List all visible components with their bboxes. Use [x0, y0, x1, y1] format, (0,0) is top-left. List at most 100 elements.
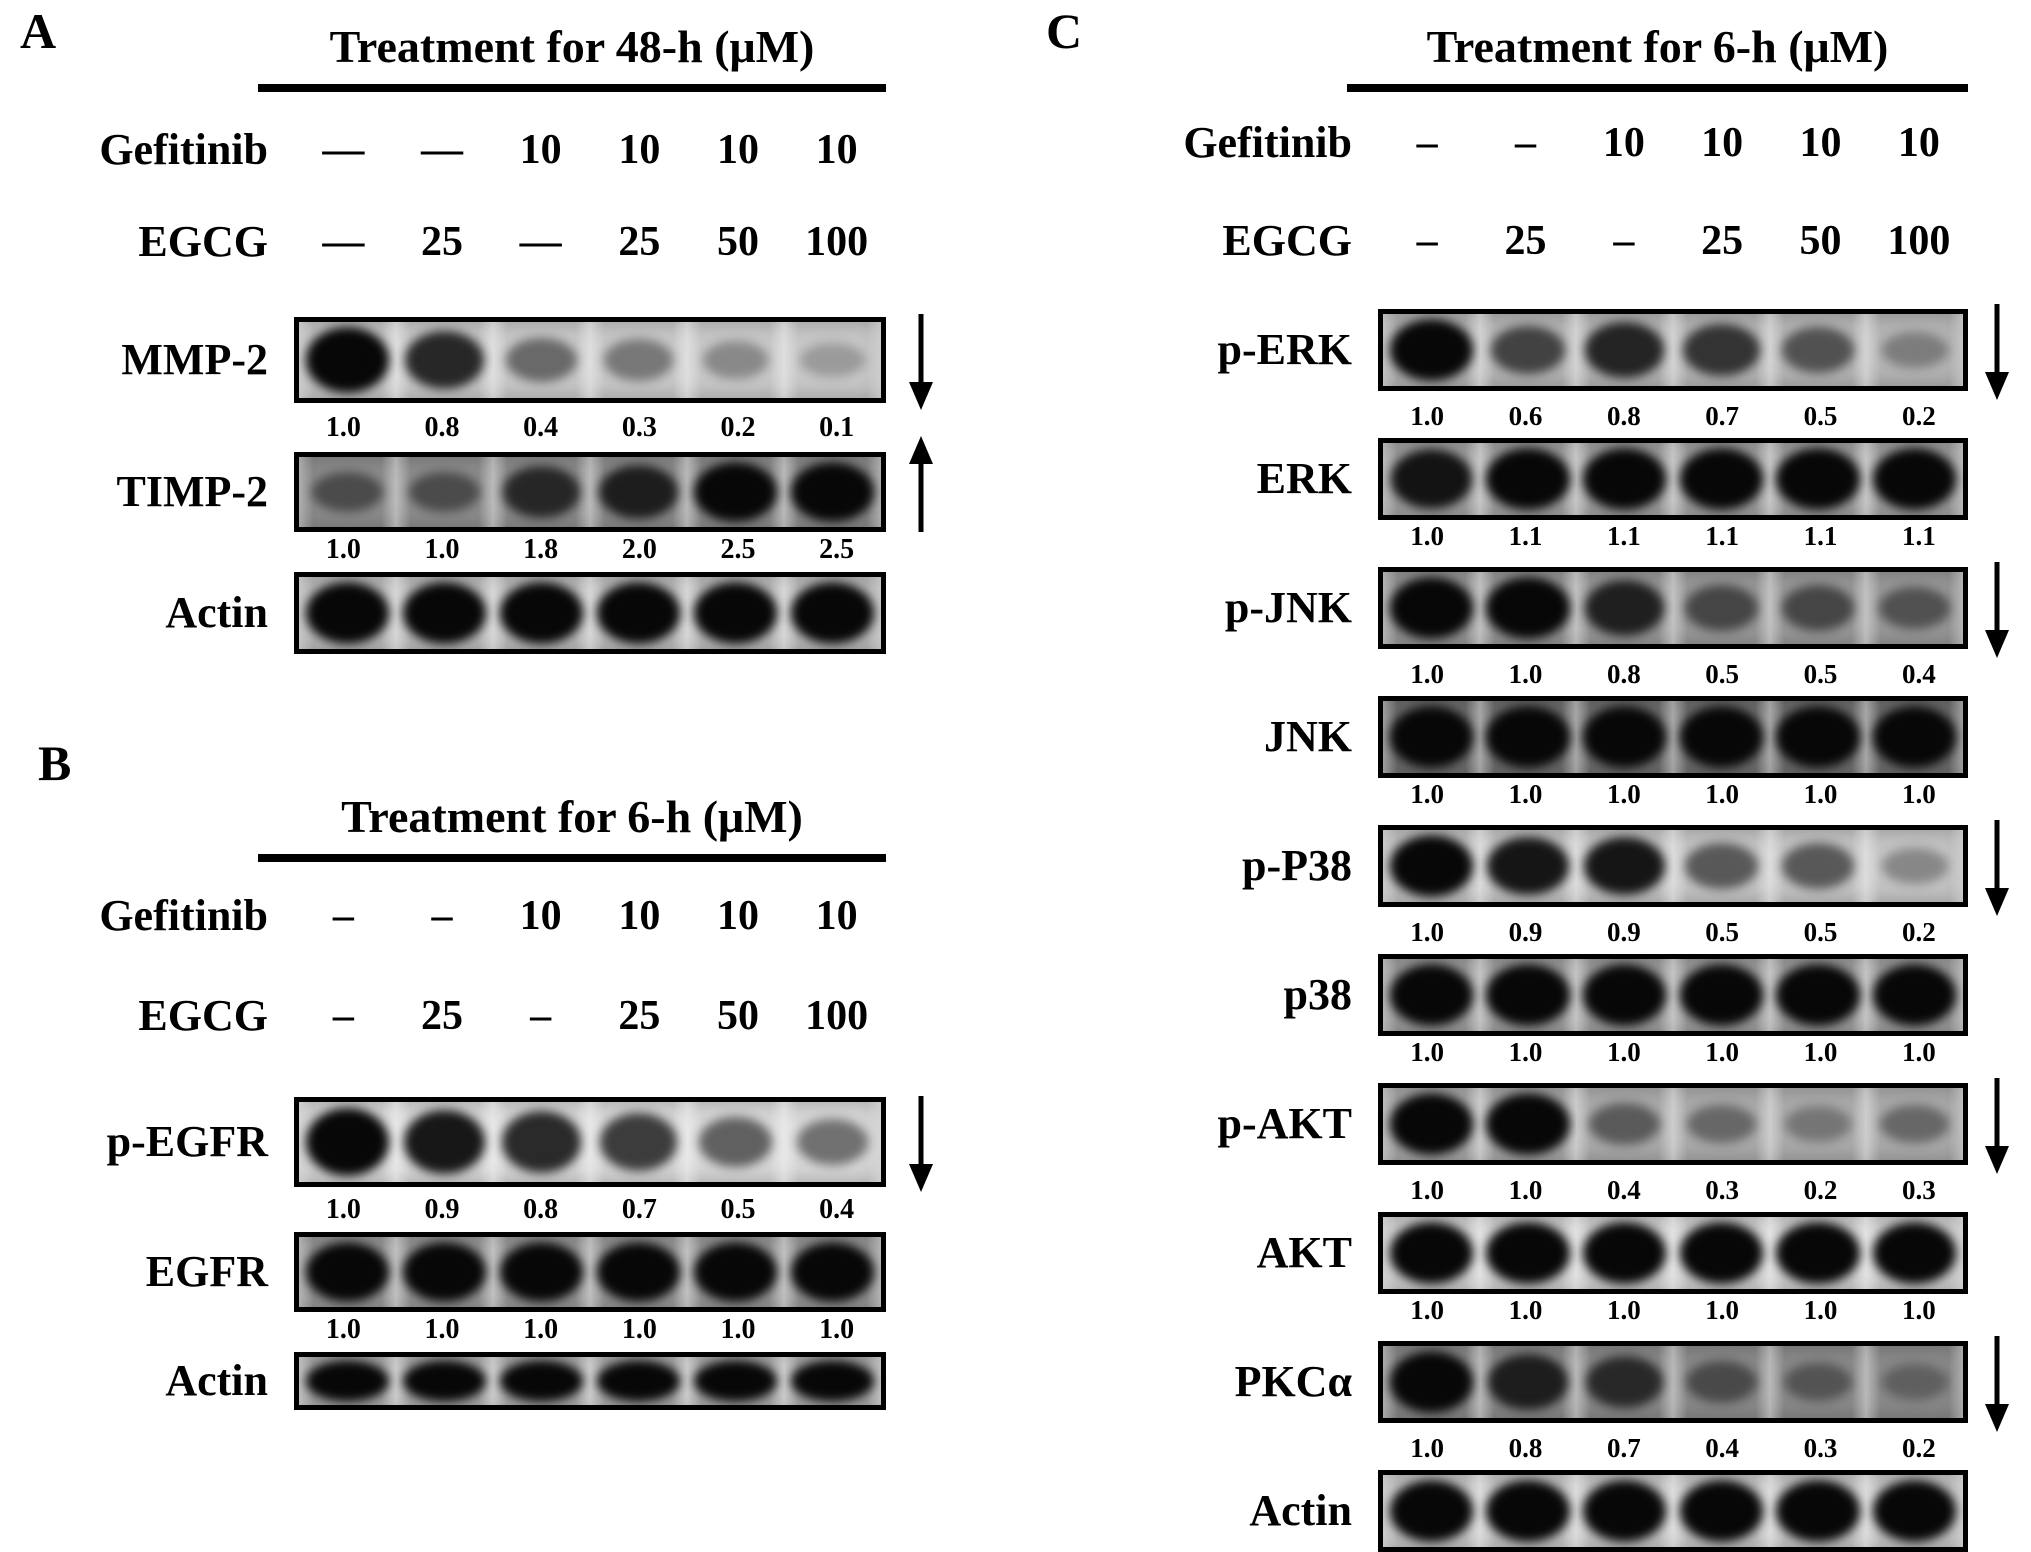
- blot-lane: [1383, 701, 1480, 773]
- protein-band: [1683, 324, 1760, 376]
- blot-lane: [687, 1102, 784, 1182]
- quant-value: 1.0: [1606, 1037, 1641, 1067]
- dose-value: 10: [1897, 120, 1940, 166]
- quant-value: 0.3: [1901, 1175, 1936, 1205]
- blot-image: [294, 452, 886, 532]
- quant-value: 1.0: [424, 1314, 460, 1345]
- protein-band: [1776, 1480, 1860, 1542]
- protein-band: [1785, 1106, 1851, 1142]
- quant-value: 1.0: [1508, 1037, 1543, 1067]
- quant-value: 0.4: [1705, 1433, 1740, 1463]
- blot-lane: [1672, 701, 1770, 773]
- quant-value: 1.0: [1901, 1037, 1936, 1067]
- dose-value: 25: [1504, 218, 1547, 264]
- blot-row: MMP-2: [20, 310, 956, 410]
- quant-value: 0.4: [819, 1194, 855, 1225]
- quant-value: 1.0: [1803, 779, 1838, 809]
- blot-image: [1378, 825, 1968, 907]
- blot-lanes: [1378, 567, 1968, 649]
- dose-value: –: [530, 993, 552, 1039]
- blot-lane: [1769, 314, 1867, 386]
- blot-lane: [1479, 830, 1577, 902]
- protein-band: [693, 1360, 778, 1402]
- dose-value: 10: [716, 893, 759, 939]
- blot-label: p-AKT: [1217, 1099, 1352, 1148]
- dose-value: 10: [716, 127, 759, 173]
- blot-lane: [1479, 959, 1577, 1031]
- arrow-column: [886, 1232, 956, 1312]
- blot-lane: [1769, 959, 1867, 1031]
- protein-band: [1389, 577, 1473, 639]
- dose-value: 10: [618, 893, 661, 939]
- panel-title: Treatment for 6-h (μM): [341, 791, 803, 843]
- dose-value: —: [519, 219, 562, 265]
- quant-value: 0.2: [1901, 917, 1936, 947]
- quant-value: 1.0: [1508, 659, 1543, 689]
- protein-band: [403, 1109, 486, 1175]
- blot-image: [294, 1097, 886, 1187]
- quant-value: 0.1: [819, 412, 855, 443]
- blot-lane: [396, 1357, 493, 1405]
- blot-label: p-JNK: [1224, 583, 1352, 632]
- quant-value: 1.0: [325, 1194, 361, 1225]
- down-arrow-icon: [909, 314, 933, 410]
- blot-lane: [396, 1237, 493, 1307]
- blot-image: [294, 1232, 886, 1312]
- quant-value: 1.0: [1410, 1175, 1445, 1205]
- title-underline: [1347, 84, 1968, 92]
- blot-image: [1378, 954, 1968, 1036]
- protein-band: [1589, 1103, 1660, 1145]
- blot-row: JNK: [1040, 696, 2026, 778]
- dose-value: 100: [805, 993, 869, 1039]
- quant-value: 1.0: [1410, 659, 1445, 689]
- protein-band: [1389, 319, 1473, 381]
- blot-lane: [299, 457, 396, 527]
- protein-band: [1873, 1222, 1957, 1284]
- blot-lane: [396, 322, 493, 398]
- protein-band: [409, 471, 480, 513]
- protein-band: [1583, 448, 1667, 510]
- blot-lane: [1383, 572, 1480, 644]
- blot-lane: [1672, 1088, 1770, 1160]
- blot-lane: [1576, 830, 1673, 902]
- protein-band: [600, 1113, 677, 1171]
- protein-band: [1873, 448, 1957, 510]
- protein-band: [1781, 585, 1855, 631]
- protein-band: [1389, 1222, 1473, 1284]
- protein-band: [1486, 1093, 1570, 1155]
- quant-value: 1.0: [819, 1314, 855, 1345]
- dose-value: 25: [618, 993, 661, 1039]
- protein-band: [1776, 448, 1860, 510]
- title-underline: [258, 854, 886, 862]
- blot-lane: [493, 322, 590, 398]
- protein-band: [1389, 964, 1473, 1026]
- blot-lane: [1769, 1346, 1867, 1418]
- quant-value: 0.7: [621, 1194, 657, 1225]
- protein-band: [499, 1241, 584, 1303]
- protein-band: [1686, 1361, 1757, 1403]
- dose-value: —: [322, 219, 365, 265]
- protein-band: [1486, 577, 1570, 639]
- quant-value: 0.4: [1901, 659, 1936, 689]
- down-arrow-icon: [1985, 562, 2009, 658]
- blot-label: p-ERK: [1217, 325, 1352, 374]
- dose-value: 25: [618, 219, 661, 265]
- arrow-column: [1968, 438, 2026, 520]
- dose-value: –: [332, 993, 354, 1039]
- dose-value: 10: [815, 127, 858, 173]
- protein-band: [604, 339, 673, 381]
- blot-lane: [1672, 314, 1770, 386]
- blot-image: [1378, 309, 1968, 391]
- quant-value: 0.9: [1606, 917, 1641, 947]
- protein-band: [404, 330, 485, 390]
- dose-value: 100: [805, 219, 869, 265]
